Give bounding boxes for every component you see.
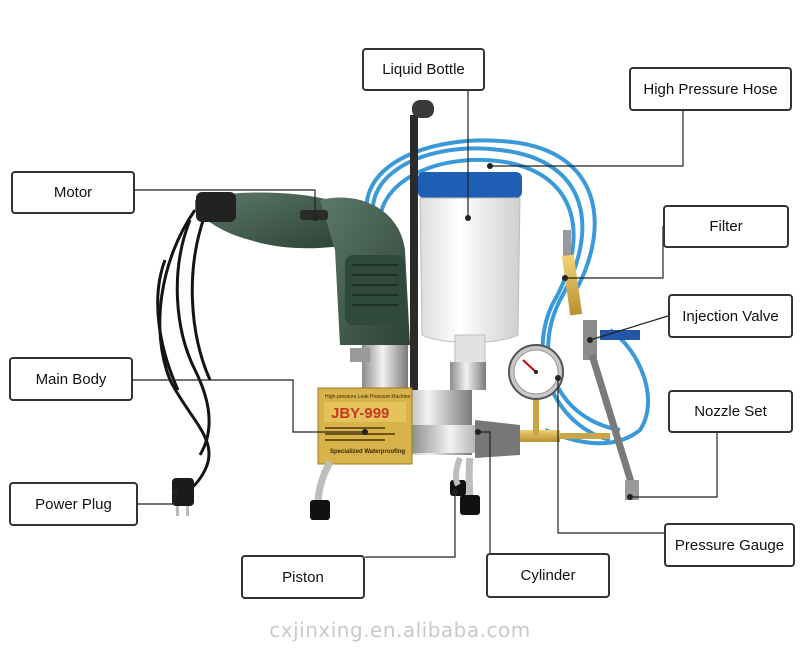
label-injection-valve: Injection Valve: [668, 294, 793, 338]
label-pressure-gauge: Pressure Gauge: [664, 523, 795, 567]
label-main-body: Main Body: [9, 357, 133, 401]
label-power-plug: Power Plug: [9, 482, 138, 526]
label-liquid-bottle: Liquid Bottle: [362, 48, 485, 91]
power-cord: [156, 209, 212, 501]
nameplate-heading: High-pressure Leak Pressure Machine: [325, 394, 411, 400]
handle-bar: [410, 100, 434, 405]
power-plug-device: [172, 478, 194, 516]
machine-legs: [310, 456, 480, 520]
label-piston: Piston: [241, 555, 365, 599]
label-motor: Motor: [11, 171, 135, 214]
label-filter: Filter: [663, 205, 789, 248]
watermark-text: cxjinxing.en.alibaba.com: [269, 618, 531, 642]
label-cylinder: Cylinder: [486, 553, 610, 598]
injection-gun-device: [561, 230, 640, 500]
label-nozzle-set: Nozzle Set: [668, 390, 793, 433]
motor-device: [195, 192, 410, 393]
nameplate-model: JBY-999: [331, 405, 389, 422]
nameplate: High-pressure Leak Pressure Machine JBY-…: [317, 387, 413, 465]
pressure-gauge-device: [508, 344, 564, 435]
liquid-bottle-device: [418, 172, 522, 390]
nameplate-specialized: Specialized Waterproofing: [330, 449, 405, 455]
label-high-pressure-hose: High Pressure Hose: [629, 67, 792, 111]
